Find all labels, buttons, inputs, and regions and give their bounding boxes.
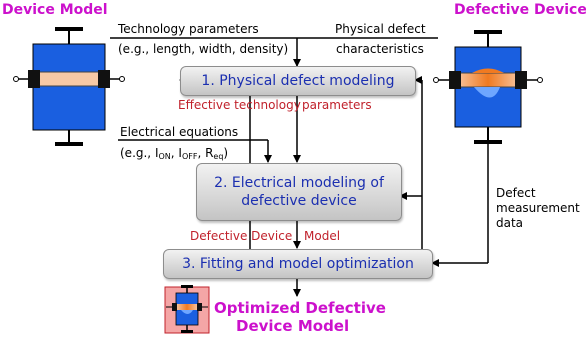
defective-device-icon [433,30,543,144]
step2-line2: defective device [241,193,357,209]
measurement-label: measurement [496,201,580,215]
step1-physical-defect-modeling: 1. Physical defect modeling [180,66,416,96]
defective-device-label: Defective Device [190,229,293,243]
step2-electrical-modeling: 2. Electrical modeling of defective devi… [196,163,402,221]
characteristics-label: characteristics [336,42,424,56]
data-label: data [496,216,524,230]
defect-label: Defect [496,186,536,200]
physical-defect-label: Physical defect [335,22,426,36]
technology-parameters-label: Technology parameters [118,22,259,36]
effective-technology-label: Effective technology [178,98,301,112]
optimized-device-icon [164,285,210,334]
optimized-title-line2: Device Model [236,317,350,335]
electrical-equations-label: Electrical equations [120,125,239,139]
step2-line1: 2. Electrical modeling of [214,175,384,191]
step3-fitting-optimization: 3. Fitting and model optimization [163,249,433,279]
model-label: Model [304,229,341,243]
technology-example-label: (e.g., length, width, density) [118,42,289,56]
device-model-icon [13,27,125,146]
parameters-label: parameters [302,98,372,112]
optimized-title-line1: Optimized Defective [214,299,386,317]
device-model-title: Device Model [2,2,108,18]
defective-device-title: Defective Device [454,2,586,18]
electrical-example-label: (e.g., ION, IOFF, Req) [120,146,229,161]
